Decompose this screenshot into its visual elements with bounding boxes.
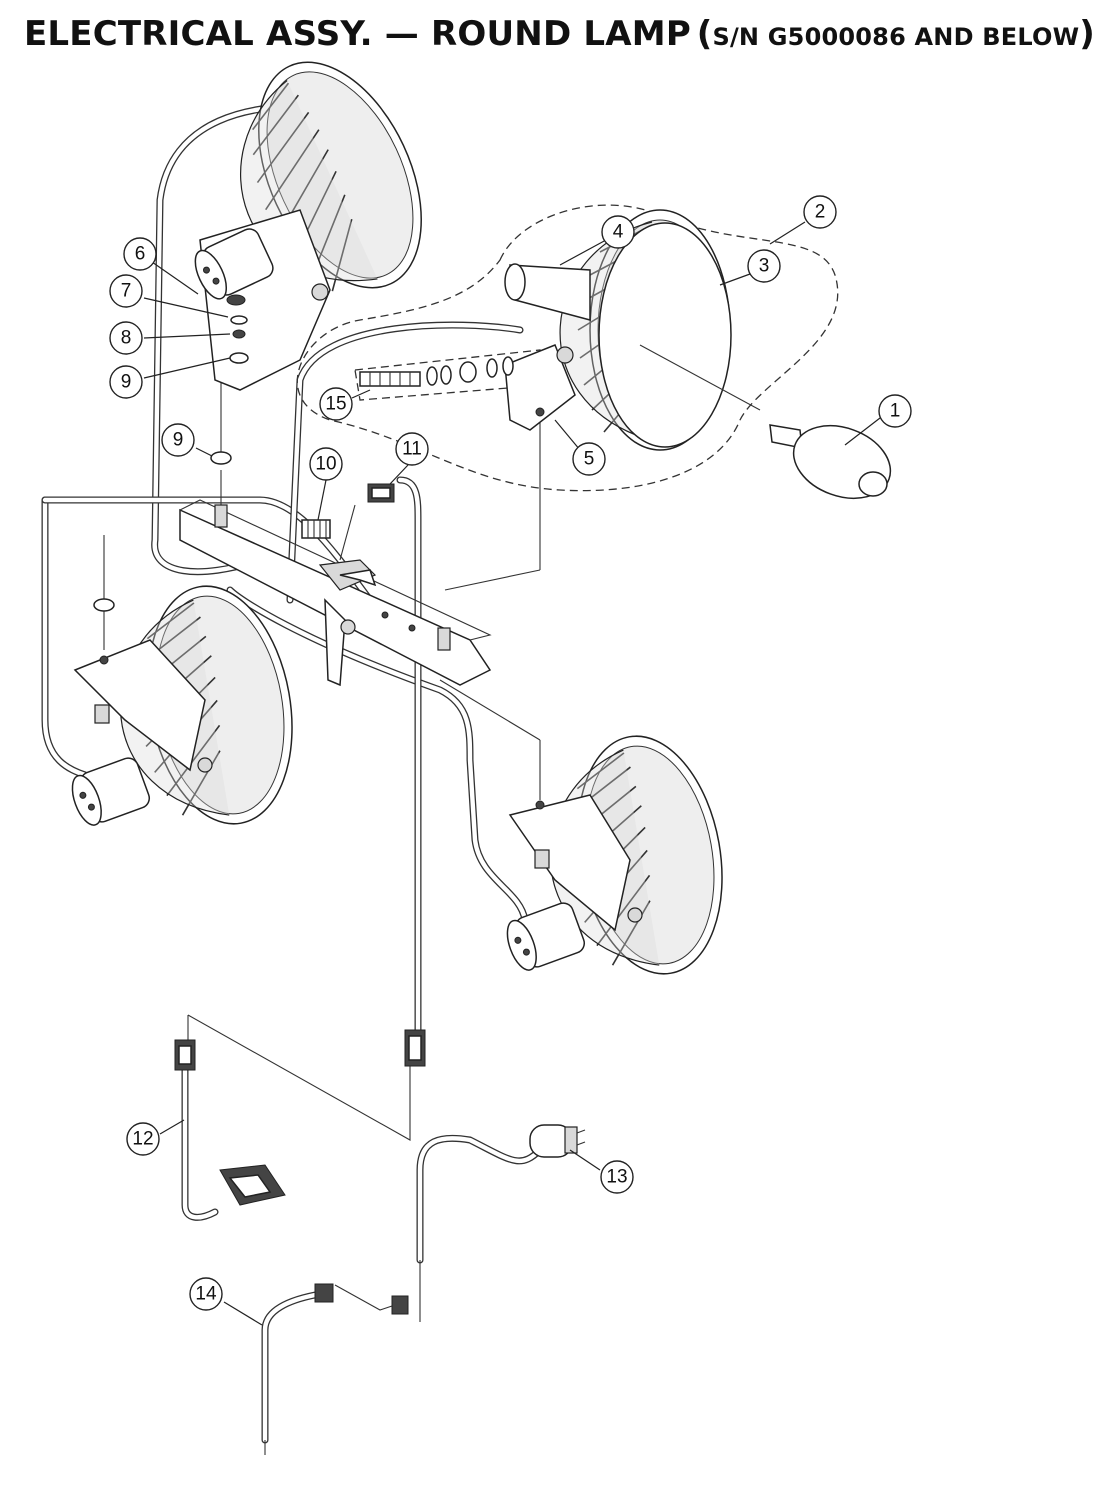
callout-1-label: 1 [890, 401, 901, 422]
callout-9-lower: 9 [161, 423, 195, 457]
assembly-lines [103, 360, 541, 1311]
callout-8: 8 [109, 321, 143, 355]
callout-3-label: 3 [759, 256, 770, 277]
callout-5: 5 [572, 442, 606, 476]
lamp-assembly-lower-right [500, 723, 741, 992]
terminal-block [301, 519, 331, 539]
callout-6: 6 [123, 237, 157, 271]
lamp-assembly-lower-left [65, 573, 311, 842]
callout-11: 11 [395, 432, 429, 466]
callout-12: 12 [126, 1122, 160, 1156]
lamp-assembly-exploded [359, 209, 761, 451]
callout-7: 7 [109, 274, 143, 308]
callout-10: 10 [309, 447, 343, 481]
title-paren-open: ( [696, 14, 713, 54]
mounting-bar [179, 499, 492, 687]
callout-6-label: 6 [135, 244, 146, 265]
callout-5-label: 5 [584, 449, 595, 470]
title-main: ELECTRICAL ASSY. — ROUND LAMP [24, 14, 691, 54]
callout-4: 4 [601, 215, 635, 249]
callout-3: 3 [747, 249, 781, 283]
callout-1: 1 [878, 394, 912, 428]
title-paren-close: ) [1079, 14, 1096, 54]
bulb [769, 424, 892, 499]
callout-14: 14 [189, 1277, 223, 1311]
callout-13: 13 [600, 1160, 634, 1194]
callout-13-label: 13 [606, 1167, 627, 1188]
page-title: ELECTRICAL ASSY. — ROUND LAMP (S/N G5000… [24, 14, 1114, 54]
callout-leaders [143, 221, 881, 1326]
lamp-assembly-upper-left [188, 35, 455, 465]
callout-7-label: 7 [121, 281, 132, 302]
harness-connectors [174, 1029, 426, 1455]
callout-8-label: 8 [121, 328, 132, 349]
callout-15: 15 [319, 387, 353, 421]
callout-2: 2 [803, 195, 837, 229]
callout-9-lower-label: 9 [173, 430, 184, 451]
callout-2-label: 2 [815, 202, 826, 223]
callout-11-label: 11 [402, 439, 422, 460]
callout-9-upper-label: 9 [121, 372, 132, 393]
callout-9-upper: 9 [109, 365, 143, 399]
callout-4-label: 4 [613, 222, 624, 243]
switch [529, 1124, 586, 1158]
callout-14-label: 14 [195, 1284, 217, 1305]
callout-15-label: 15 [325, 394, 346, 415]
connector-11 [367, 483, 395, 503]
callout-10-label: 10 [315, 454, 336, 475]
title-serial-range: S/N G5000086 AND BELOW [712, 23, 1080, 51]
callout-12-label: 12 [132, 1129, 153, 1150]
